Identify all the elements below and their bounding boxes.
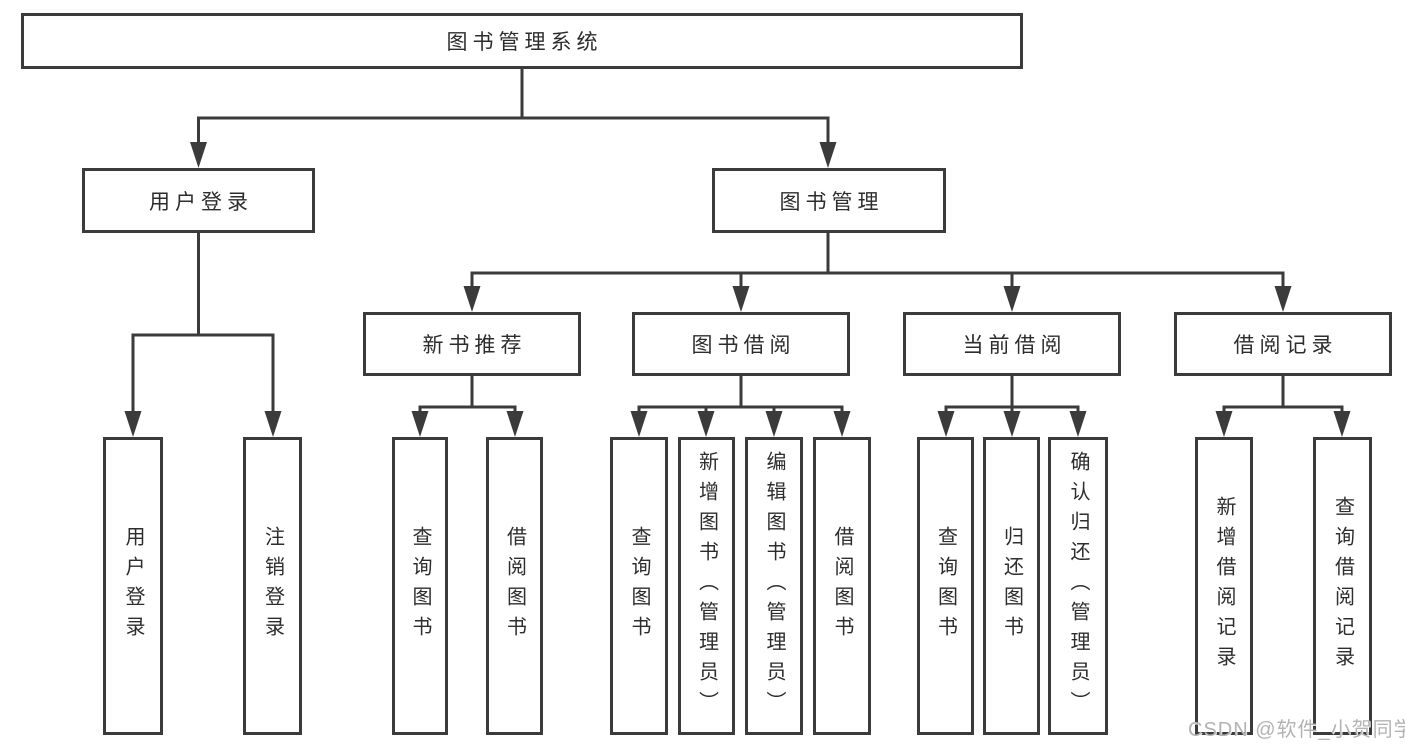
leaf-query-books-borrowing-label: 查询图书 — [628, 526, 650, 646]
leaf-query-borrow-record: 查询借阅记录 — [1313, 437, 1372, 735]
leaf-user-login-label: 用户登录 — [122, 526, 144, 646]
node-new-book-recommend: 新书推荐 — [363, 312, 581, 376]
leaf-return-books-label: 归还图书 — [1000, 526, 1023, 646]
leaf-query-books-recommend: 查询图书 — [392, 437, 448, 735]
node-library-system: 图书管理系统 — [21, 13, 1023, 69]
leaf-return-books: 归还图书 — [983, 437, 1040, 735]
node-book-borrowing-label: 图书借阅 — [691, 334, 796, 357]
csdn-watermark: CSDN @软件_小贺同学 — [1188, 719, 1405, 741]
node-user-login: 用户登录 — [82, 168, 315, 233]
leaf-edit-books-admin-label: 编辑图书（管理员） — [763, 451, 785, 721]
leaf-borrow-books-recommend: 借阅图书 — [486, 437, 543, 735]
leaf-logout: 注销登录 — [243, 437, 302, 735]
leaf-add-books-admin-label: 新增图书（管理员） — [695, 451, 718, 721]
node-current-borrowing: 当前借阅 — [903, 312, 1121, 376]
leaf-query-books-current: 查询图书 — [917, 437, 974, 735]
leaf-confirm-return-admin-label: 确认归还（管理员） — [1067, 451, 1089, 721]
leaf-borrow-books-borrowing: 借阅图书 — [813, 437, 871, 735]
leaf-query-borrow-record-label: 查询借阅记录 — [1331, 496, 1354, 676]
leaf-borrow-books-borrowing-label: 借阅图书 — [831, 526, 853, 646]
leaf-add-borrow-record: 新增借阅记录 — [1195, 437, 1253, 735]
node-new-book-recommend-label: 新书推荐 — [422, 334, 527, 357]
leaf-confirm-return-admin: 确认归还（管理员） — [1048, 437, 1108, 735]
leaf-borrow-books-recommend-label: 借阅图书 — [503, 526, 526, 646]
leaf-edit-books-admin: 编辑图书（管理员） — [745, 437, 803, 735]
node-borrowing-records-label: 借阅记录 — [1233, 334, 1338, 357]
leaf-user-login: 用户登录 — [103, 437, 163, 735]
leaf-query-books-borrowing: 查询图书 — [610, 437, 668, 735]
leaf-query-books-current-label: 查询图书 — [934, 526, 957, 646]
node-current-borrowing-label: 当前借阅 — [962, 334, 1067, 357]
leaf-add-books-admin: 新增图书（管理员） — [678, 437, 735, 735]
leaf-logout-label: 注销登录 — [261, 526, 284, 646]
node-library-system-label: 图书管理系统 — [446, 31, 603, 54]
node-book-management: 图书管理 — [712, 168, 946, 233]
leaf-add-borrow-record-label: 新增借阅记录 — [1213, 496, 1235, 676]
node-book-borrowing: 图书借阅 — [632, 312, 850, 376]
leaf-query-books-recommend-label: 查询图书 — [409, 526, 431, 646]
node-user-login-label: 用户登录 — [149, 190, 253, 214]
node-borrowing-records: 借阅记录 — [1174, 312, 1392, 376]
node-book-management-label: 图书管理 — [779, 190, 884, 214]
